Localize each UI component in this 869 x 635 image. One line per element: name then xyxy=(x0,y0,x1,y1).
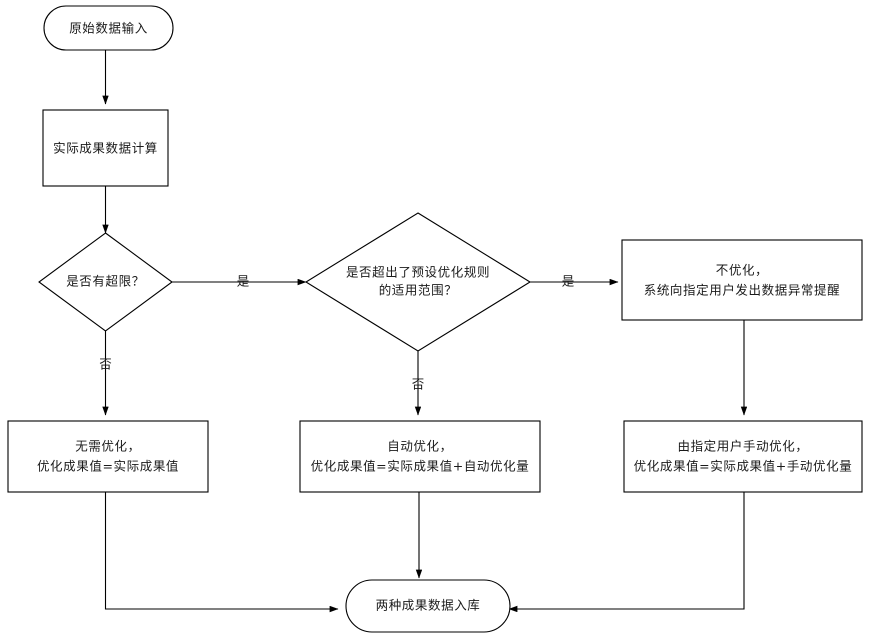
node-store-data[interactable]: 两种成果数据入库 xyxy=(345,579,511,633)
node-auto-optimize[interactable]: 自动优化， 优化成果值=实际成果值+自动优化量 xyxy=(299,420,541,493)
node-no-need-optimize-label-line2: 优化成果值=实际成果值 xyxy=(37,459,179,474)
node-start[interactable]: 原始数据输入 xyxy=(43,5,174,51)
node-decision-rule-range-label-line2: 的适用范围？ xyxy=(379,283,458,298)
node-decision-rule-range[interactable]: 是否超出了预设优化规则 的适用范围？ xyxy=(304,212,532,352)
node-no-optimization-label-line2: 系统向指定用户发出数据异常提醒 xyxy=(644,283,841,298)
node-auto-optimize-label-line2: 优化成果值=实际成果值+自动优化量 xyxy=(311,459,530,474)
node-calc-label: 实际成果数据计算 xyxy=(53,141,158,156)
node-manual-optimize-label-line2: 优化成果值=实际成果值+手动优化量 xyxy=(634,459,853,474)
edge-decision1-no-to-no-need-opt: 否 xyxy=(99,330,112,416)
node-start-label: 原始数据输入 xyxy=(69,21,148,36)
node-no-need-optimize-label-line1: 无需优化， xyxy=(75,439,141,454)
node-store-data-label: 两种成果数据入库 xyxy=(376,598,481,613)
node-decision-rule-range-label-line1: 是否超出了预设优化规则 xyxy=(346,265,490,280)
node-decision-over-limit[interactable]: 是否有超限？ xyxy=(38,232,173,332)
edge-manual-opt-to-store xyxy=(508,492,745,613)
node-no-need-optimize[interactable]: 无需优化， 优化成果值=实际成果值 xyxy=(7,420,209,493)
edge-label-yes-2: 是 xyxy=(562,274,575,289)
node-manual-optimize-label-line1: 由指定用户手动优化， xyxy=(677,439,808,454)
edge-label-yes-1: 是 xyxy=(237,274,250,289)
node-auto-optimize-label-line1: 自动优化， xyxy=(387,439,453,454)
edge-decision2-no-to-auto-opt: 否 xyxy=(412,348,425,416)
node-manual-optimize[interactable]: 由指定用户手动优化， 优化成果值=实际成果值+手动优化量 xyxy=(623,420,863,493)
node-no-optimization[interactable]: 不优化， 系统向指定用户发出数据异常提醒 xyxy=(621,239,863,321)
node-calc[interactable]: 实际成果数据计算 xyxy=(42,109,169,187)
edge-decision2-yes-to-no-opt: 是 xyxy=(530,274,619,289)
edge-decision1-yes-to-decision2: 是 xyxy=(172,274,307,289)
edge-label-no-2: 否 xyxy=(412,377,425,392)
edge-no-need-opt-to-store xyxy=(104,492,339,613)
edge-label-no-1: 否 xyxy=(99,357,112,372)
node-no-optimization-label-line1: 不优化， xyxy=(716,263,768,278)
node-decision-over-limit-label: 是否有超限？ xyxy=(66,274,145,289)
